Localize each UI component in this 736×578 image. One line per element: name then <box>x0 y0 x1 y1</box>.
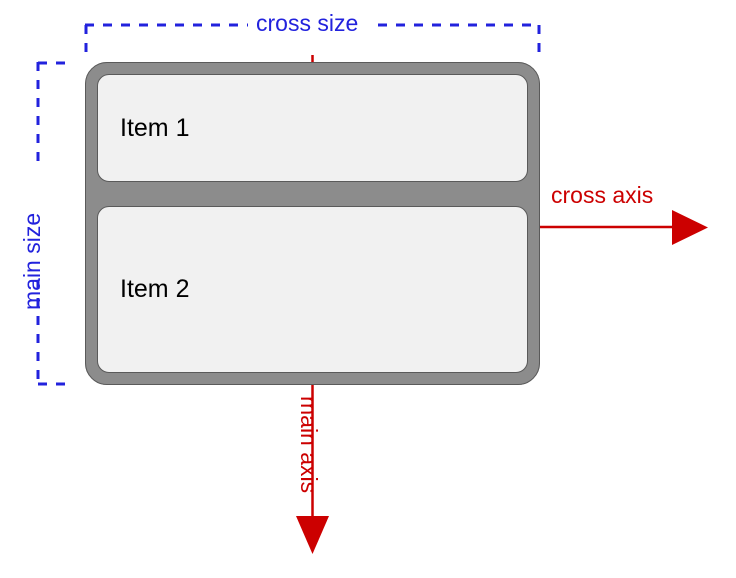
flex-item-1-label: Item 1 <box>120 113 190 142</box>
flex-item-2-label: Item 2 <box>120 275 190 303</box>
cross-axis-label: cross axis <box>551 182 654 208</box>
flex-item-1: Item 1 <box>97 74 528 182</box>
main-axis-label: main axis <box>296 396 322 494</box>
flex-item-2: Item 2 <box>97 206 528 373</box>
cross-axis-arrowhead <box>672 210 708 245</box>
main-size-label: main size <box>19 212 45 310</box>
main-size-bracket <box>36 61 70 386</box>
main-axis-arrowhead <box>296 516 329 554</box>
cross-size-label: cross size <box>256 10 359 36</box>
flex-container: Item 1 Item 2 <box>85 62 540 385</box>
cross-size-bracket <box>84 23 541 52</box>
